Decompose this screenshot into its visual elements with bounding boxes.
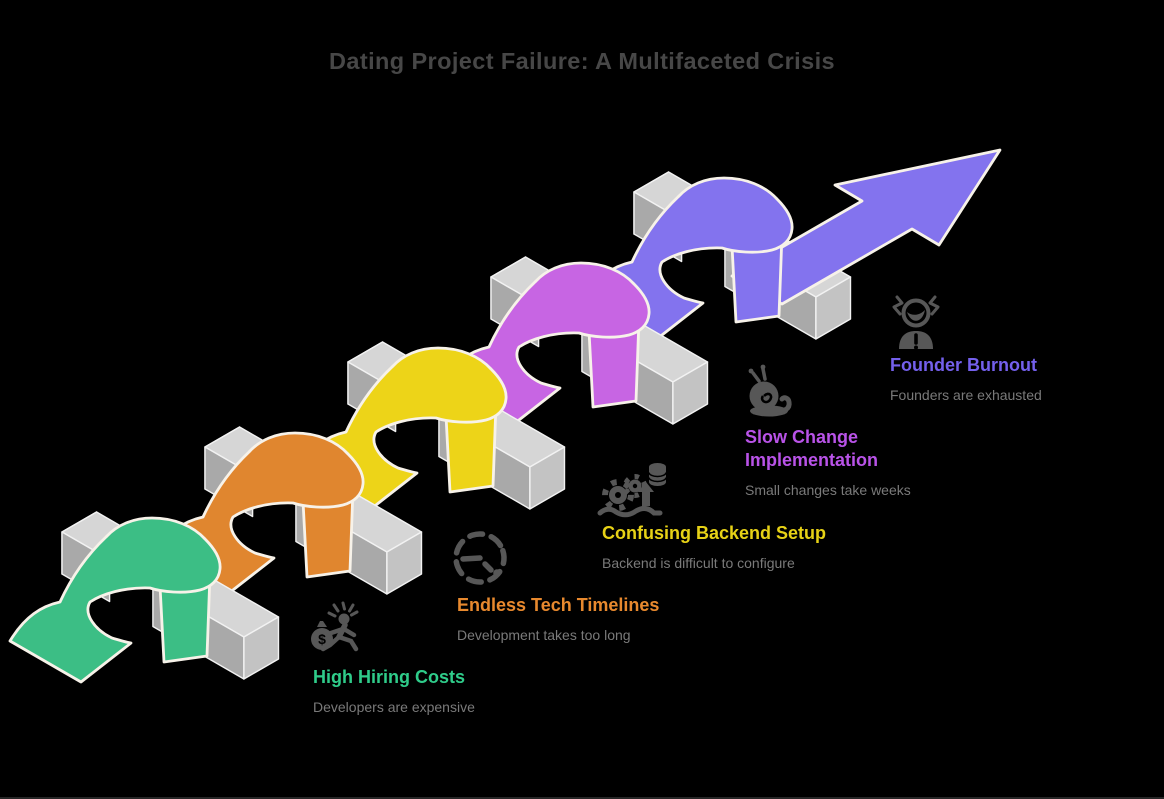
timer-icon	[453, 531, 507, 585]
step-2-label: Endless Tech Timelines Development takes…	[457, 594, 659, 644]
step-3-label: Confusing Backend Setup Backend is diffi…	[602, 522, 826, 572]
step-2-title: Endless Tech Timelines	[457, 595, 660, 615]
bottom-divider	[0, 797, 1164, 799]
svg-text:$: $	[318, 631, 326, 647]
step-4-subtitle: Small changes take weeks	[745, 482, 911, 498]
growth-arrow	[730, 148, 1002, 306]
money-bag-runner-icon: $	[311, 601, 359, 652]
step-5-label: Founder Burnout Founders are exhausted	[890, 354, 1042, 404]
step-5-subtitle: Founders are exhausted	[890, 387, 1042, 403]
burnout-person-icon	[892, 295, 940, 350]
step-1-subtitle: Developers are expensive	[313, 699, 475, 715]
step-5-title: Founder Burnout	[890, 355, 1037, 375]
step-4-label: Slow Change Implementation Small changes…	[745, 426, 923, 499]
step-2-subtitle: Development takes too long	[457, 627, 631, 643]
ribbon-step-1	[8, 516, 222, 684]
step-1-title: High Hiring Costs	[313, 667, 465, 687]
step-1-label: High Hiring Costs Developers are expensi…	[313, 666, 475, 716]
station-1	[8, 511, 280, 684]
step-3-title: Confusing Backend Setup	[602, 523, 827, 543]
page-title: Dating Project Failure: A Multifaceted C…	[329, 48, 835, 74]
step-4-title: Slow Change Implementation	[745, 427, 879, 470]
gears-database-icon	[597, 463, 667, 518]
step-3-subtitle: Backend is difficult to configure	[602, 555, 795, 571]
snail-icon	[748, 364, 792, 417]
